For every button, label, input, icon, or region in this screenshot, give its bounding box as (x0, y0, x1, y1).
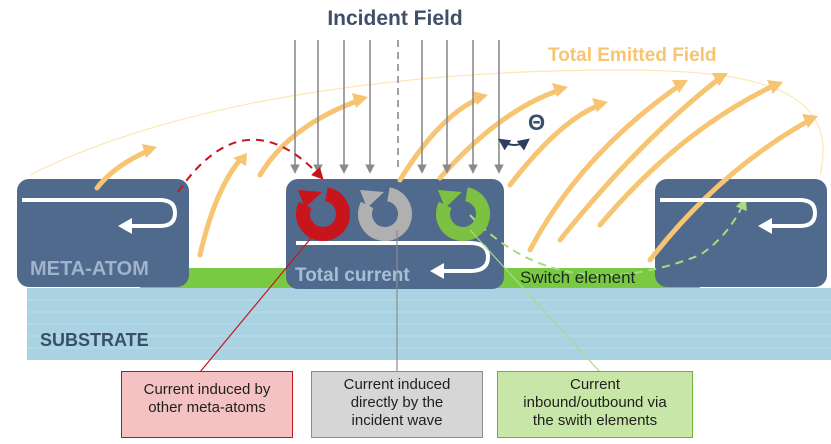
red-leader (199, 231, 317, 373)
angle-arrow-icon (498, 138, 530, 151)
total-current-label: Total current (295, 265, 410, 286)
u-turn-current-arrow-icon (22, 198, 818, 273)
u-turn-arrow-heads (118, 218, 772, 279)
callout-green-line: the swith elements (532, 412, 658, 429)
callout-red: Current induced by other meta-atoms (121, 371, 293, 438)
callout-gray-line: Current induced (343, 376, 451, 393)
circular-current-arrow-icon (296, 187, 490, 241)
callout-gray-line: incident wave (351, 412, 443, 429)
incident-field-label: Incident Field (327, 7, 463, 30)
theta-label: Θ (528, 110, 546, 135)
meta-atom-left (17, 179, 189, 287)
meta-atom-label: META-ATOM (30, 258, 149, 280)
callout-green-line: Current (569, 376, 621, 393)
green-coupling-arc (469, 197, 747, 277)
emitted-arrow-heads (142, 73, 818, 166)
emitted-field-arrows (94, 75, 813, 263)
meta-atom-right (655, 179, 827, 287)
substrate-texture (27, 299, 831, 349)
callout-gray: Current induced directly by the incident… (311, 371, 483, 438)
substrate-label: SUBSTRATE (40, 330, 149, 350)
red-coupling-arc (177, 138, 324, 193)
callout-green: Current inbound/outbound via the swith e… (497, 371, 693, 438)
switch-element-label: Switch element (520, 268, 636, 287)
callout-green-line: inbound/outbound via (523, 394, 667, 411)
emitted-envelope (29, 69, 824, 176)
green-leader (469, 229, 601, 373)
callout-red-line: other meta-atoms (148, 399, 266, 416)
callout-red-line: Current induced by (143, 381, 271, 398)
total-emitted-field-label: Total Emitted Field (548, 45, 717, 66)
callout-gray-line: directly by the (350, 394, 444, 411)
